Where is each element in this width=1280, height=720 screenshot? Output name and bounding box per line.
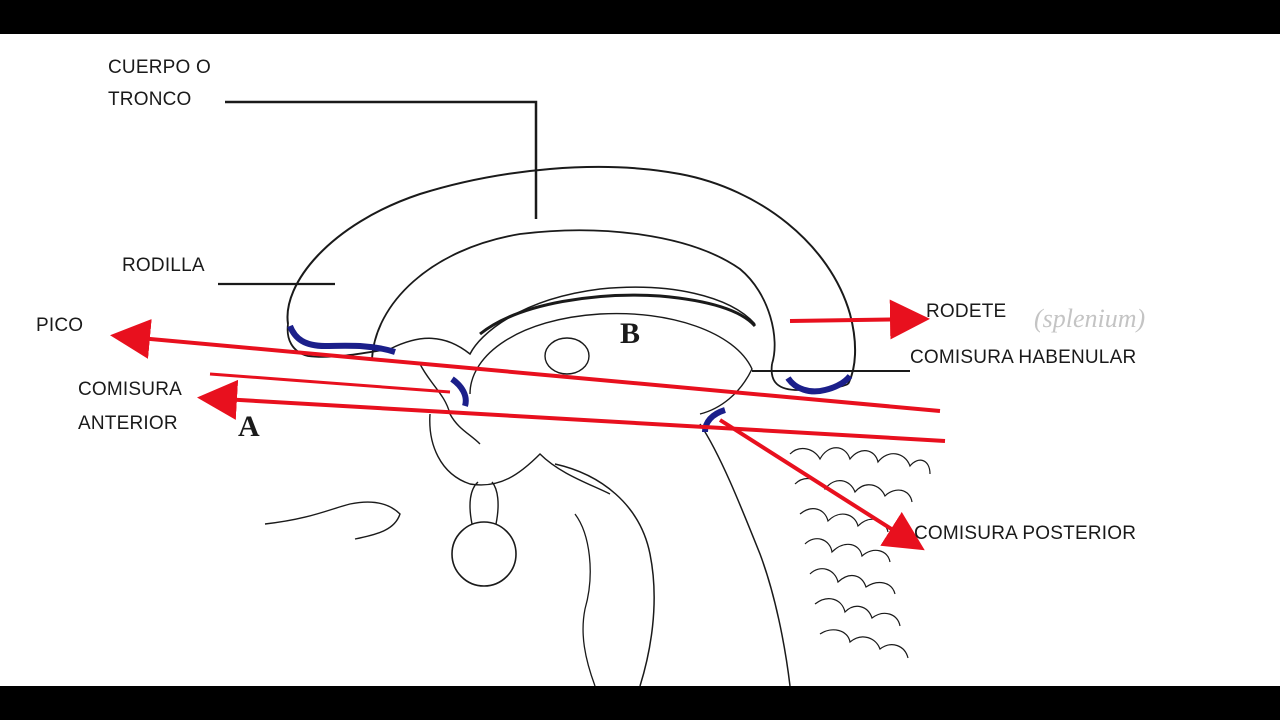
anterior-commissure-highlight <box>450 376 469 407</box>
genu-outline <box>286 323 389 358</box>
region-a-label: A <box>238 410 260 443</box>
splenium-highlight <box>785 374 853 395</box>
label-splenium: (splenium) <box>1034 304 1146 333</box>
corpus-callosum-inner <box>371 229 776 365</box>
region-b-label: B <box>620 317 641 350</box>
brainstem-back <box>699 423 791 686</box>
pituitary-stalk <box>469 481 499 525</box>
hypothalamus-outline <box>429 413 611 495</box>
rostrum-highlight <box>287 324 396 355</box>
pituitary-gland <box>451 521 517 587</box>
interthalamic-adhesion <box>544 337 590 375</box>
label-comisura-anterior-line1: COMISURA <box>78 379 182 400</box>
label-cuerpo-line1: CUERPO O <box>108 57 211 78</box>
leader-cuerpo <box>225 100 538 219</box>
brainstem-front <box>554 463 655 686</box>
brain-sagittal-diagram <box>110 100 946 686</box>
diagram-canvas: CUERPO O TRONCO RODILLA PICO COMISURA AN… <box>0 34 1280 686</box>
label-pico: PICO <box>36 315 84 336</box>
posterior-commissure-highlight <box>702 407 726 433</box>
label-comisura-posterior: COMISURA POSTERIOR <box>914 523 1137 544</box>
fornix-outline <box>389 286 756 356</box>
arrow-comisura-posterior <box>718 418 925 551</box>
arrow-pico <box>110 318 941 413</box>
label-rodilla: RODILLA <box>122 255 205 276</box>
arrow-rodete <box>789 299 930 340</box>
arrow-comisura-anterior <box>197 379 946 443</box>
pons-outline <box>574 513 596 686</box>
label-cuerpo-line2: TRONCO <box>108 89 192 110</box>
anterior-wall <box>419 363 481 445</box>
arrow-secondary <box>209 372 451 394</box>
label-comisura-anterior-line2: ANTERIOR <box>78 413 178 434</box>
cerebellum-folia <box>789 447 931 659</box>
thalamus-outline <box>469 312 753 415</box>
fornix-band <box>479 293 757 336</box>
optic-chiasm <box>264 501 401 540</box>
corpus-callosum-outer <box>286 165 857 385</box>
label-comisura-habenular: COMISURA HABENULAR <box>910 347 1137 368</box>
label-rodete: RODETE <box>926 301 1007 322</box>
